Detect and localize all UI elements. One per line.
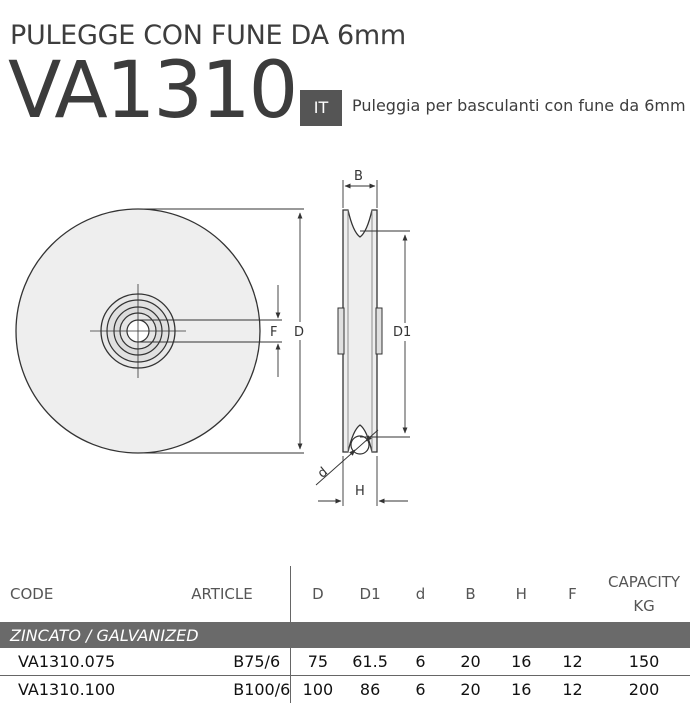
cell-H: 16 bbox=[495, 648, 547, 676]
group-label: ZINCATO / GALVANIZED bbox=[0, 622, 690, 648]
header-D1: D1 bbox=[359, 585, 381, 603]
group-row: ZINCATO / GALVANIZED bbox=[0, 622, 690, 648]
cell-H: 16 bbox=[511, 680, 532, 699]
header-F: F bbox=[568, 585, 577, 603]
header-article: ARTICLE bbox=[191, 585, 253, 603]
dimension-lines-front bbox=[138, 208, 304, 454]
cell-capacity: 200 bbox=[628, 680, 660, 699]
cell-code: VA1310.100 bbox=[18, 680, 116, 699]
cell-F: 12 bbox=[562, 680, 583, 699]
cell-article: B75/6 bbox=[181, 648, 291, 676]
dim-label-F: F bbox=[270, 325, 277, 340]
cell-capacity: 150 bbox=[598, 648, 690, 676]
dim-label-d: d bbox=[315, 465, 331, 482]
table-row: VA1310.100 B100/6 100 86 6 20 16 12 200 bbox=[0, 675, 690, 703]
cell-B: 20 bbox=[460, 680, 481, 699]
header-B: B bbox=[465, 585, 476, 603]
pulley-front-view bbox=[15, 208, 261, 454]
technical-drawing: F D B D1 d H bbox=[15, 169, 417, 506]
table-header-row: CODE ARTICLE D D1 d B H F CAPACITY KG bbox=[0, 566, 690, 622]
header-capacity-line2: KG bbox=[633, 597, 655, 615]
spec-table: CODE ARTICLE D D1 d B H F CAPACITY KG ZI… bbox=[0, 566, 690, 703]
header-d: d bbox=[415, 585, 426, 603]
dim-label-H: H bbox=[355, 484, 365, 499]
cell-code: VA1310.075 bbox=[0, 648, 182, 676]
cell-D1: 86 bbox=[359, 680, 381, 699]
header-capacity: CAPACITY KG bbox=[598, 566, 690, 622]
cell-D1: 61.5 bbox=[344, 648, 396, 676]
cell-d: 6 bbox=[395, 648, 446, 676]
cell-D: 75 bbox=[290, 648, 345, 676]
dim-label-D: D bbox=[294, 325, 304, 340]
dim-label-B: B bbox=[354, 169, 363, 184]
header-D: D bbox=[290, 566, 345, 622]
header-H: H bbox=[515, 585, 527, 603]
dim-label-D1: D1 bbox=[393, 325, 411, 340]
cell-article: B100/6 bbox=[233, 680, 291, 699]
product-code-title: VA1310 bbox=[8, 46, 298, 136]
cell-F: 12 bbox=[546, 648, 599, 676]
language-badge: IT bbox=[300, 90, 342, 126]
cell-d: 6 bbox=[415, 680, 426, 699]
table-row: VA1310.075 B75/6 75 61.5 6 20 16 12 150 bbox=[0, 648, 690, 676]
product-description: Puleggia per basculanti con fune da 6mm bbox=[352, 96, 686, 115]
pulley-side-view bbox=[337, 209, 383, 455]
cell-D: 100 bbox=[290, 675, 345, 703]
header-code: CODE bbox=[10, 585, 54, 603]
header-capacity-line1: CAPACITY bbox=[608, 573, 681, 591]
product-family-title: PULEGGE CON FUNE DA 6mm bbox=[10, 20, 406, 51]
cell-B: 20 bbox=[445, 648, 496, 676]
